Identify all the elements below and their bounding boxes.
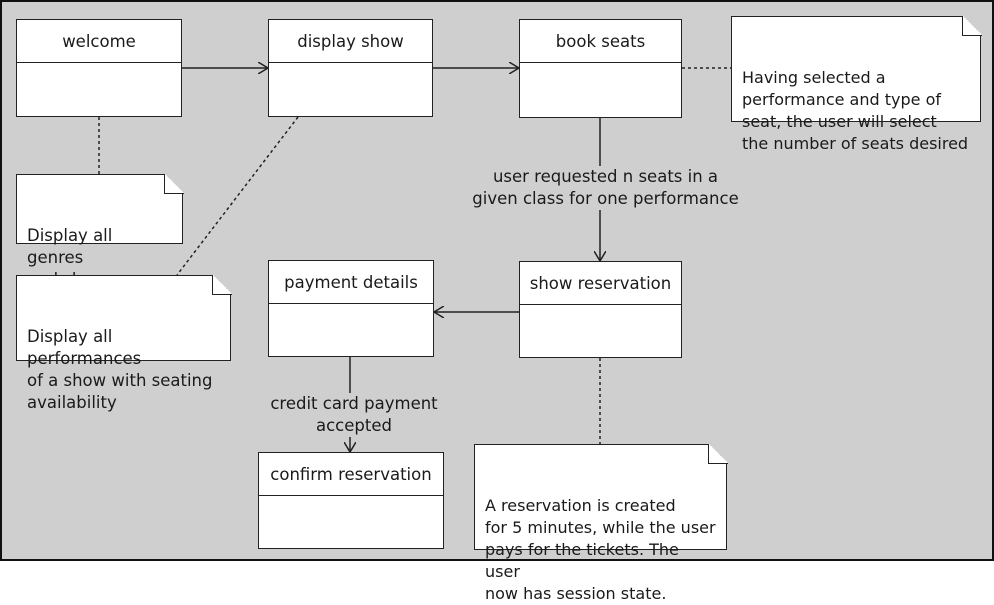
note-fold-icon: [163, 173, 184, 194]
transition-label-card-accepted: credit card payment accepted: [227, 393, 481, 437]
note-genres: Display all genres and shows: [16, 173, 184, 289]
note-fold-icon: [961, 15, 982, 36]
state-show-reservation: show reservation: [519, 261, 682, 358]
transition-label-user-requested: user requested n seats in a given class …: [464, 166, 747, 210]
note-reservation-created-text: A reservation is created for 5 minutes, …: [485, 496, 716, 603]
state-book-seats: book seats: [519, 19, 682, 118]
state-payment-details-name: payment details: [269, 261, 433, 304]
note-performances: Display all performances of a show with …: [16, 274, 232, 412]
state-display-show: display show: [268, 19, 433, 117]
state-payment-details: payment details: [268, 260, 434, 357]
state-welcome: welcome: [16, 19, 182, 117]
state-confirm-reservation: confirm reservation: [258, 452, 444, 549]
state-welcome-name: welcome: [17, 20, 181, 63]
state-display-show-name: display show: [269, 20, 432, 63]
note-seats-desired-text: Having selected a performance and type o…: [742, 68, 969, 153]
state-show-reservation-name: show reservation: [520, 262, 681, 305]
state-confirm-reservation-name: confirm reservation: [259, 453, 443, 496]
note-anchor-performances: [176, 116, 299, 276]
note-reservation-created: A reservation is created for 5 minutes, …: [474, 443, 728, 603]
note-fold-icon: [707, 443, 728, 464]
note-performances-text: Display all performances of a show with …: [27, 327, 213, 412]
note-fold-icon: [211, 274, 232, 295]
note-seats-desired: Having selected a performance and type o…: [731, 15, 982, 153]
state-book-seats-name: book seats: [520, 20, 681, 63]
